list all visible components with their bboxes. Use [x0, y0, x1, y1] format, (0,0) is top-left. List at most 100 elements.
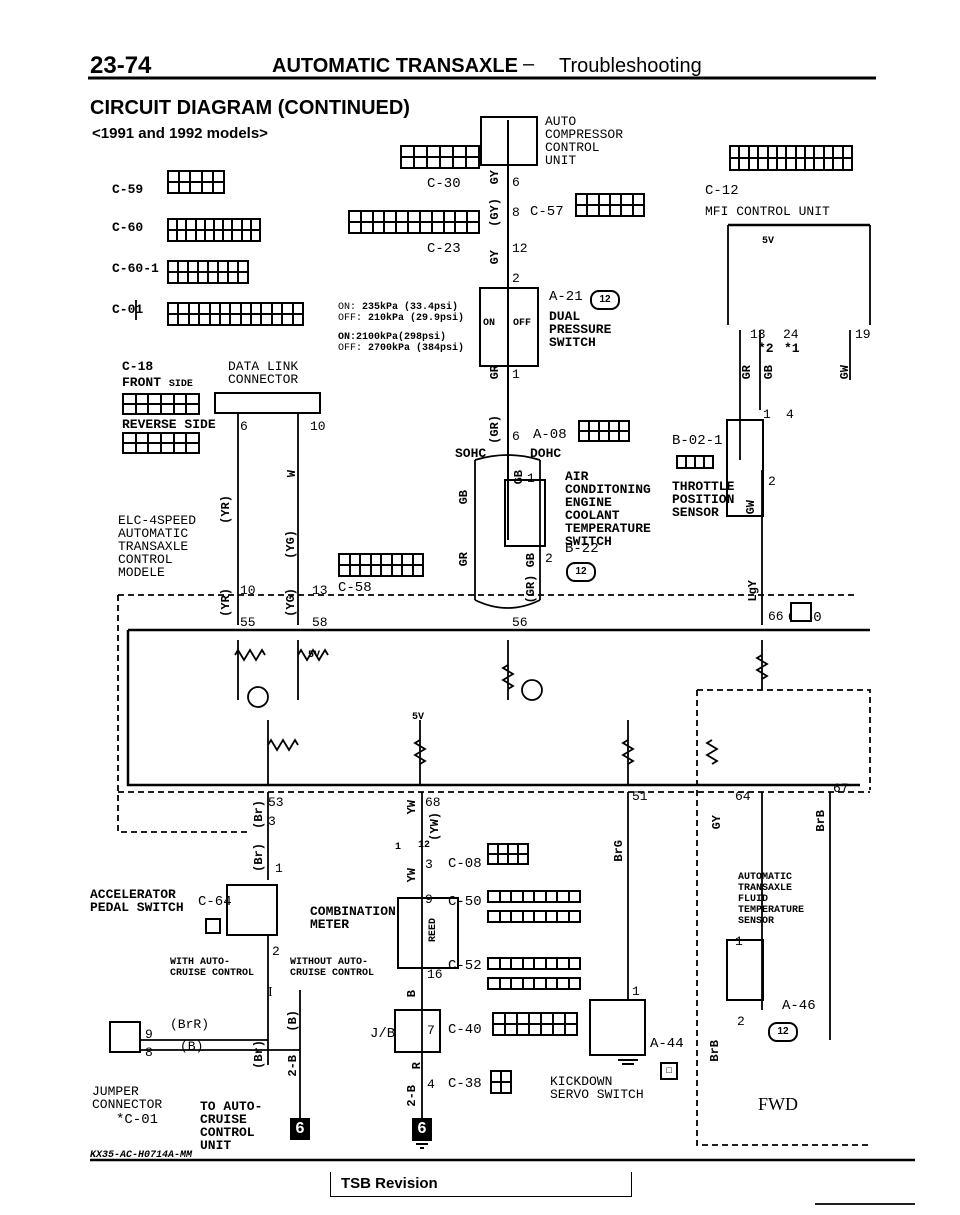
c38-connector-face [490, 1070, 512, 1094]
wire-b-3: B [405, 990, 419, 998]
wire-brg: BrG [612, 840, 626, 862]
subsection-title: Troubleshooting [559, 55, 702, 77]
model-note: <1991 and 1992 models> [92, 125, 268, 142]
wire-yg: (YG) [284, 530, 298, 559]
jumper-connector-label: JUMPER CONNECTOR [92, 1084, 163, 1112]
mark-star2: *2 [758, 341, 774, 356]
c23-connector-face [348, 210, 480, 234]
c50-connector-face-bottom [487, 910, 581, 923]
atf-temp-sensor-label: AUTOMATIC TRANSAXLE FLUID TEMPERATURE SE… [738, 872, 805, 927]
pin-1-a46: 1 [735, 934, 743, 949]
wire-yw-2: YW [405, 868, 419, 883]
wire-brb-2: BrB [708, 1040, 722, 1062]
connector-c50: C-50 [448, 894, 482, 910]
wire-yw: YW [405, 800, 419, 815]
c60-1-connector-face [167, 260, 249, 284]
elc-4speed-label: ELC-4SPEED AUTOMATIC TRANSAXLE CONTROL M… [118, 513, 197, 580]
connector-c40: C-40 [448, 1022, 482, 1038]
connector-c57: C-57 [530, 204, 564, 220]
wire-gy-paren: (GY) [488, 198, 502, 227]
c64-connector-face [205, 918, 221, 934]
pin-68: 68 [425, 795, 441, 810]
wire-br: (Br) [252, 800, 266, 829]
connector-c23: C-23 [427, 241, 461, 257]
connector-a46: A-46 [782, 998, 816, 1014]
mark-num-12: 12 [418, 840, 431, 851]
pin-64: 64 [735, 789, 751, 804]
section-title: AUTOMATIC TRANSAXLE [272, 55, 518, 77]
connector-b02-1: B-02-1 [672, 433, 723, 449]
pin-9-c50: 9 [425, 892, 433, 907]
wire-br-2: (Br) [252, 843, 266, 872]
connector-a44: A-44 [650, 1036, 684, 1052]
pin-53: 53 [268, 795, 284, 810]
connector-c52: C-52 [448, 958, 482, 974]
pressure-off2-val: 2700kPa (384psi) [368, 343, 465, 354]
pressure-off1-val: 210kPa (29.9psi) [368, 313, 465, 324]
wire-gr-paren: (GR) [488, 415, 502, 444]
pin-55: 55 [240, 615, 256, 630]
c30-connector-face [400, 145, 480, 169]
pin-56: 56 [512, 615, 528, 630]
pressure-on1: ON: 235kPa (33.4psi) [338, 302, 458, 313]
wire-gw: GW [744, 500, 758, 515]
wire-gy: GY [488, 170, 502, 185]
wire-b: (B) [180, 1039, 204, 1054]
pressure-off2: OFF: 2700kPa (384psi) [338, 343, 464, 354]
wire-yw-paren: (YW) [428, 812, 442, 841]
pin-6: 6 [512, 175, 520, 190]
b22-circle-icon: 12 [566, 562, 596, 582]
pin-66: 66 [768, 609, 784, 624]
b02-1-connector-face [676, 455, 714, 469]
pin-2-ac: 2 [545, 551, 553, 566]
pin-6-dlc: 6 [240, 419, 248, 434]
pin-1-a44: 1 [632, 984, 640, 999]
wire-gr-paren-2: GR [457, 552, 471, 567]
page-number: 23-74 [90, 52, 152, 79]
connector-c59: C-59 [112, 182, 144, 197]
connector-a21: A-21 [549, 289, 583, 305]
front-side-label: FRONT SIDE [122, 376, 193, 390]
pin-6b: 6 [512, 429, 520, 444]
pin-16: 16 [427, 967, 443, 982]
pin-2-tps: 2 [768, 474, 776, 489]
ground-6-icon-left: 6 [290, 1118, 310, 1140]
mfi-control-unit-label: MFI CONTROL UNIT [705, 204, 830, 219]
c12-connector-face [729, 145, 853, 171]
connector-c64: C-64 [198, 894, 232, 910]
data-link-connector-label: DATA LINK CONNECTOR [228, 359, 299, 387]
fwd-label: FWD [758, 1094, 798, 1114]
sohc-label: SOHC [455, 446, 487, 461]
pin-51: 51 [632, 789, 648, 804]
side-label: SIDE [168, 379, 193, 390]
wire-b-2: (B) [286, 1010, 300, 1032]
elc-5v: 5V [308, 650, 321, 661]
pressure-off1: OFF: 210kPa (29.9psi) [338, 313, 464, 324]
c60-right-box-icon [790, 602, 812, 622]
reed-label: REED [428, 918, 439, 943]
front-label: FRONT [122, 375, 162, 390]
pin-4-c38: 4 [427, 1077, 435, 1092]
pin-8-jumper: 8 [145, 1045, 153, 1060]
pin-13-mfi: 13 [750, 327, 766, 342]
pin-10-dlc: 10 [310, 419, 326, 434]
pin-1-ac: 1 [527, 471, 535, 486]
ground-6-icon-right: 6 [412, 1118, 432, 1140]
c18-front-face [122, 393, 200, 415]
pin-2-accel: 2 [272, 944, 280, 959]
mfi-5v: 5V [762, 236, 775, 247]
c52-connector-face-bottom [487, 977, 581, 990]
pin-7: 7 [427, 1023, 435, 1038]
pin-8: 8 [512, 205, 520, 220]
c40-connector-face [492, 1012, 578, 1036]
wire-yr: (YR) [219, 495, 233, 524]
wire-yr-2: (YR) [219, 588, 233, 617]
wire-gb-2: GB [512, 470, 526, 485]
connector-c60-1: C-60-1 [112, 261, 159, 276]
a46-circle-icon: 12 [768, 1022, 798, 1042]
dual-pressure-switch-label: DUAL PRESSURE SWITCH [549, 309, 612, 350]
wire-gb-mfi: GB [762, 365, 776, 380]
wire-gy-2: GY [488, 250, 502, 265]
pin-3: 3 [268, 814, 276, 829]
